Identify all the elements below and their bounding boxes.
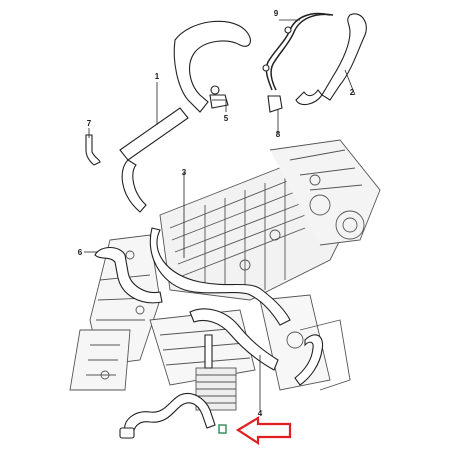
hose-3 [149,227,291,326]
red-outline-arrow-icon [235,416,292,446]
callout-labels: 1 2 3 4 5 6 7 8 9 [78,9,355,418]
hose-7 [85,134,101,166]
hose-6 [94,246,163,304]
hose-4 [189,308,279,371]
label-4: 4 [258,409,263,418]
hose-1 [119,20,251,213]
engine-block-drawing [69,139,381,411]
leader-lines [84,19,356,410]
highlight-box [218,424,227,434]
label-1: 1 [155,72,160,81]
label-6: 6 [78,248,83,257]
label-5: 5 [224,114,229,123]
hoses [85,12,367,439]
label-3: 3 [182,168,187,177]
label-2: 2 [350,88,355,97]
label-8: 8 [276,130,281,139]
connector-8 [267,95,283,113]
connector-5 [209,85,229,109]
hose-9 [262,12,334,91]
label-7: 7 [87,119,92,128]
label-9: 9 [274,9,279,18]
hose-2 [295,13,367,106]
hose-lower [119,392,216,439]
hose-right [294,334,324,386]
